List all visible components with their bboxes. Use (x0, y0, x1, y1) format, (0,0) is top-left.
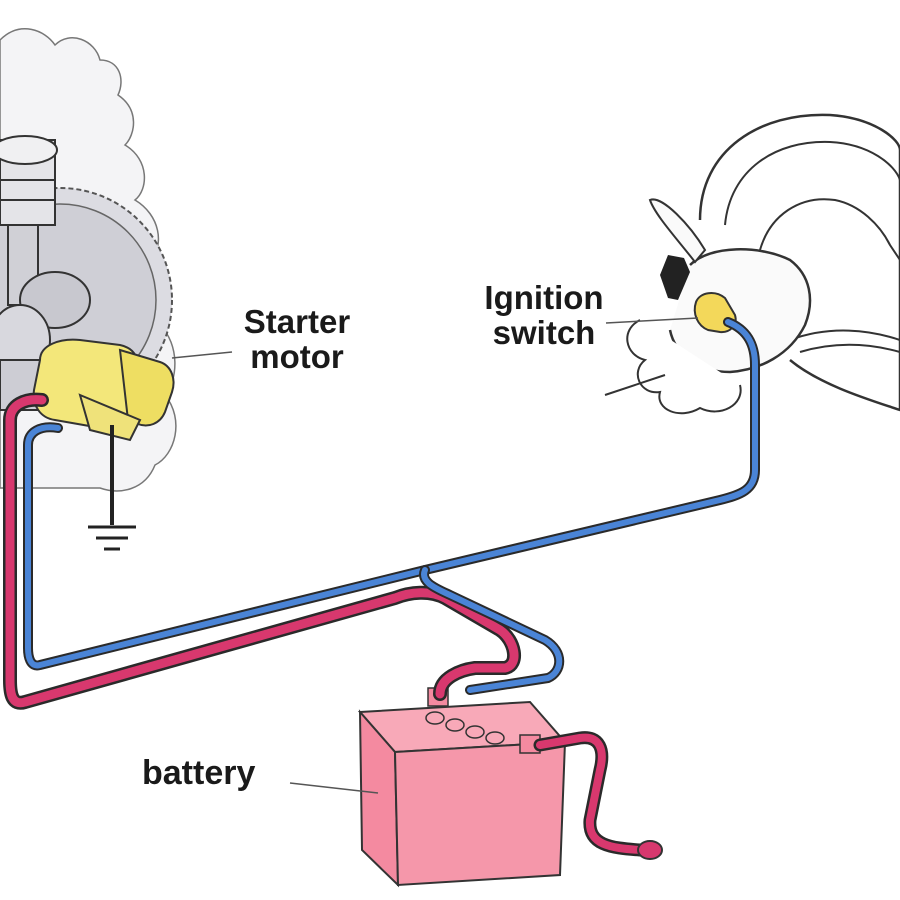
ignition-switch-label: Ignition switch (474, 279, 614, 351)
starter-leader-line (171, 351, 233, 359)
battery-label: battery (142, 754, 256, 792)
battery-ground-cable (533, 731, 663, 860)
engine-icon (0, 135, 173, 413)
starter-motor-label: Starter motor (232, 303, 362, 375)
ignition-switch-label-line1: Ignition (484, 279, 604, 316)
battery-leader-line (289, 782, 379, 794)
control-wire (23, 317, 760, 695)
positive-cable (3, 392, 521, 710)
ignition-leader-line (605, 317, 699, 324)
battery-icon (357, 687, 568, 888)
starter-motor-label-line1: Starter (243, 303, 351, 340)
ignition-switch-label-line2: switch (492, 313, 596, 351)
starter-motor-label-line2: motor (250, 337, 344, 375)
ground-symbol-icon (88, 425, 136, 551)
steering-wheel-icon (604, 113, 900, 415)
starter-motor-icon (32, 338, 175, 442)
